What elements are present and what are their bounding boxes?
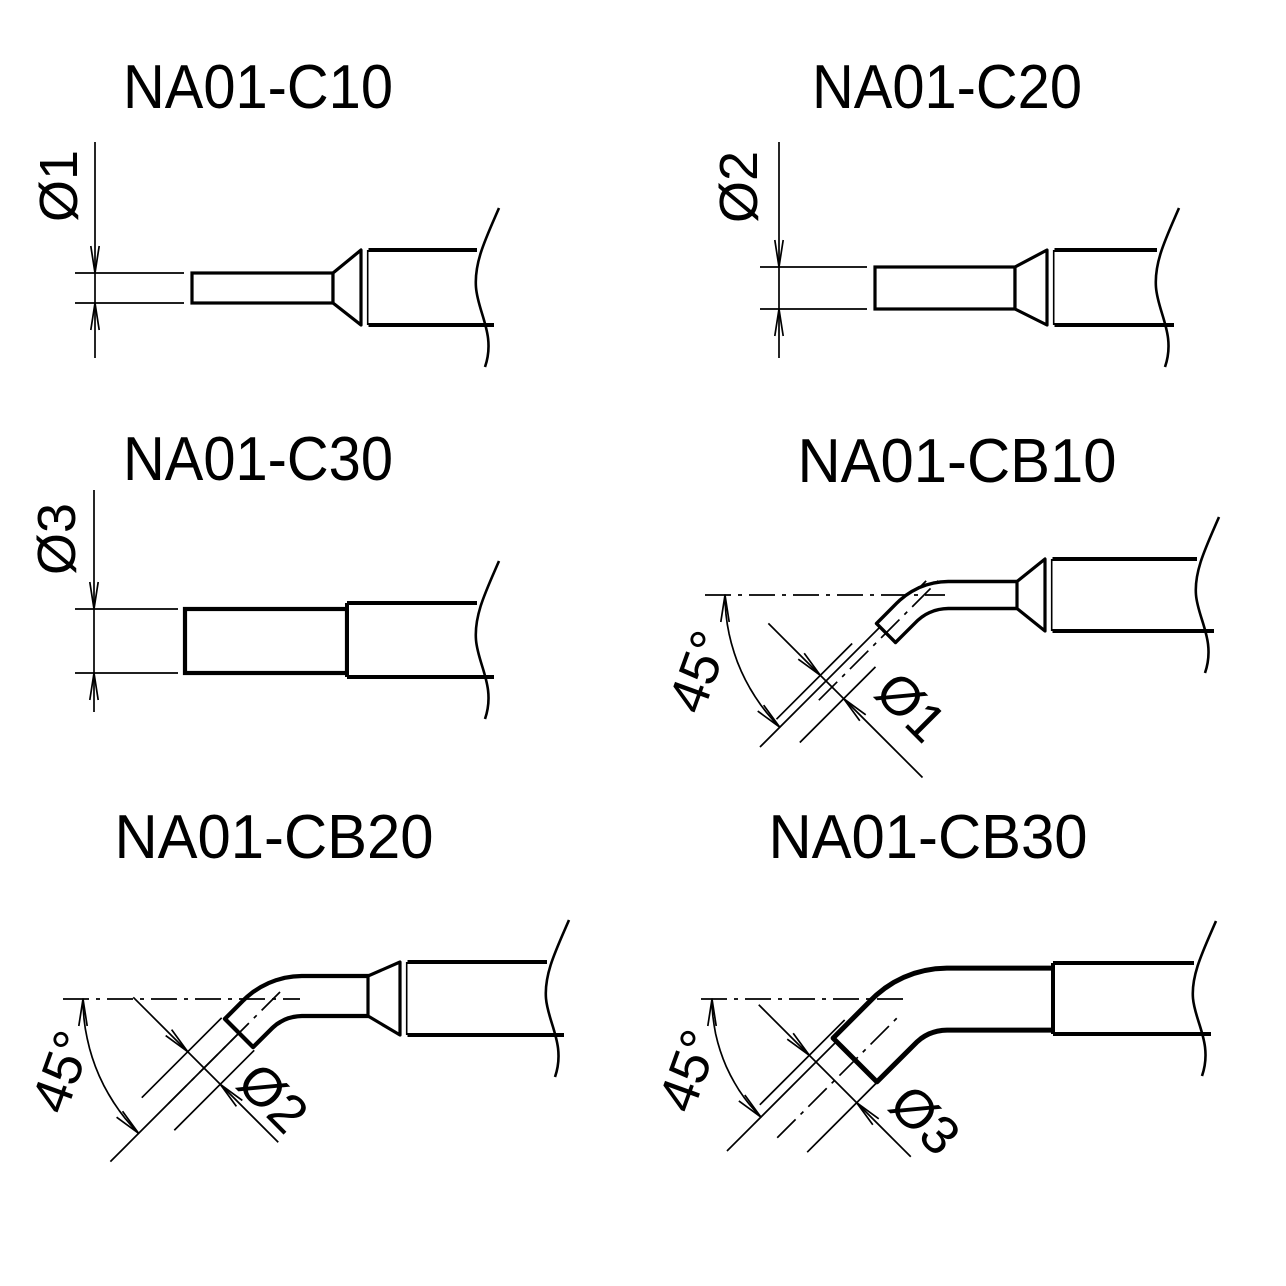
dimension-line [132, 996, 279, 1143]
arrowhead [165, 1029, 189, 1053]
arrowhead [219, 1083, 243, 1107]
arrowhead [88, 581, 100, 610]
angle-arc [711, 998, 762, 1118]
angle-label: 45° [657, 623, 741, 720]
bent-tip-outline [874, 579, 1025, 645]
angle-arc [82, 998, 140, 1134]
arrowhead [88, 672, 100, 701]
panel-na01-cb20: NA01-CB20 Ø2 45° [20, 803, 571, 1163]
tip-drawing-c10 [75, 142, 501, 368]
tip-drawing-cb30 [701, 920, 1218, 1158]
body-fill [407, 962, 558, 1035]
arrowhead [773, 239, 785, 268]
panel-na01-c30: NA01-C30 Ø3 [27, 425, 501, 720]
angle-label: 45° [647, 1022, 731, 1119]
bent-tip-outline [222, 973, 377, 1050]
body-fill [368, 250, 488, 325]
taper [331, 248, 363, 327]
body-fill [1054, 250, 1168, 325]
taper [1013, 248, 1049, 327]
tip-rod-outline [182, 606, 350, 676]
extension-line [759, 1019, 846, 1106]
tip-drawing-c30 [75, 490, 501, 720]
break-line [474, 207, 501, 368]
angle-arc [724, 594, 781, 728]
axis-centerline [818, 579, 940, 701]
break-line [544, 919, 571, 1078]
tip-drawing-c20 [760, 142, 1181, 368]
extension-line [141, 1017, 223, 1099]
panel-na01-c20: NA01-C20 Ø2 [709, 53, 1181, 368]
extension-line [775, 642, 853, 720]
panel-na01-c10: NA01-C10 Ø1 [29, 53, 501, 368]
break-line [1191, 920, 1218, 1077]
break-line [1194, 516, 1221, 674]
panel-title: NA01-CB30 [769, 803, 1088, 872]
tip-rod-outline [873, 265, 1017, 311]
extension-line [173, 1049, 255, 1131]
diameter-label: Ø1 [864, 661, 957, 754]
taper [1015, 557, 1047, 633]
body-fill [1052, 559, 1208, 631]
panel-na01-cb30: NA01-CB30 Ø3 45° [647, 803, 1218, 1167]
arrowhead [89, 245, 101, 274]
arrowhead [842, 697, 867, 722]
arrowhead [773, 308, 785, 337]
axis-centerline [776, 1015, 900, 1139]
tip-rod-outline [190, 271, 335, 305]
extension-line [799, 666, 877, 744]
panel-title: NA01-CB10 [798, 427, 1117, 496]
break-line [474, 560, 501, 720]
arrowhead [797, 652, 822, 677]
arrowhead [855, 1101, 880, 1126]
diameter-label: Ø3 [878, 1074, 971, 1167]
taper [366, 960, 402, 1037]
diameter-label: Ø3 [27, 503, 87, 575]
panel-title: NA01-C30 [123, 425, 393, 494]
tip-drawing-cb20 [63, 919, 571, 1163]
diameter-label: Ø2 [709, 151, 769, 223]
axis-centerline [167, 991, 281, 1105]
arrowhead [89, 302, 101, 331]
angle-label: 45° [20, 1023, 104, 1120]
tip-drawing-cb10 [705, 516, 1221, 779]
arrowhead [786, 1032, 811, 1057]
body-fill [1053, 963, 1205, 1034]
panel-title: NA01-C10 [123, 53, 393, 122]
break-line [1154, 207, 1181, 368]
panel-title: NA01-CB20 [115, 803, 434, 872]
dimension-line [758, 1004, 912, 1158]
body-fill [347, 603, 488, 677]
diameter-label: Ø1 [29, 150, 89, 222]
bent-tip-outline [830, 965, 1063, 1085]
panel-title: NA01-C20 [812, 53, 1082, 122]
panel-na01-cb10: NA01-CB10 Ø1 45° [657, 427, 1221, 779]
